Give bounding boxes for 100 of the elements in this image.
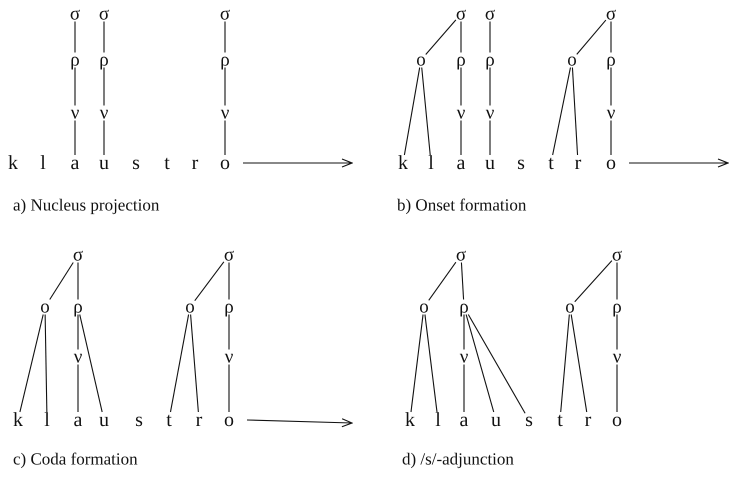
- tree-node-symbol: ρ: [99, 50, 109, 70]
- segment-letter: k: [8, 153, 18, 173]
- tree-node-symbol: σ: [72, 246, 84, 264]
- segment-letter: r: [584, 410, 592, 430]
- segment-letter: u: [485, 153, 495, 173]
- tree-branch: [103, 120, 105, 155]
- tree-node-symbol: σ: [70, 4, 80, 24]
- tree-branch: [74, 68, 76, 106]
- segment-letter: l: [428, 153, 434, 173]
- tree-node-symbol: ρ: [224, 298, 234, 316]
- segment-letter: l: [44, 410, 50, 430]
- tree-node-symbol: ρ: [220, 50, 230, 70]
- tree-branch: [489, 68, 491, 106]
- tree-branch: [74, 22, 76, 52]
- tree-node-symbol: σ: [220, 4, 230, 24]
- tree-branch: [170, 314, 190, 412]
- segment-letter: t: [166, 410, 172, 430]
- segment-letter: k: [405, 410, 415, 430]
- arrow: [243, 158, 353, 168]
- segment-letter: o: [224, 410, 234, 430]
- tree-node-symbol: σ: [456, 4, 466, 24]
- tree-branch: [560, 314, 570, 412]
- tree-branch: [421, 67, 431, 156]
- tree-node-symbol: o: [40, 298, 50, 316]
- tree-branch: [489, 120, 491, 155]
- tree-branch: [74, 120, 76, 155]
- tree-branch: [77, 364, 79, 412]
- tree-branch: [463, 364, 465, 412]
- tree-branch: [460, 120, 462, 155]
- tree-branch: [572, 67, 578, 156]
- tree-branch: [468, 314, 526, 414]
- tree-branch: [460, 68, 462, 106]
- tree-branch: [610, 22, 612, 52]
- tree-node-symbol: ν: [220, 104, 230, 122]
- tree-node-symbol: ρ: [73, 298, 83, 316]
- tree-branch: [463, 314, 465, 350]
- tree-node-symbol: σ: [224, 246, 234, 264]
- segment-letter: o: [606, 153, 616, 173]
- panel-caption: a) Nucleus projection: [13, 196, 160, 216]
- tree-branch: [19, 314, 44, 412]
- tree-node-symbol: o: [565, 298, 575, 316]
- tree-branch: [103, 68, 105, 106]
- segment-letter: a: [456, 153, 466, 173]
- tree-node-symbol: σ: [612, 246, 622, 264]
- segment-letter: u: [99, 153, 109, 173]
- tree-branch: [616, 364, 618, 412]
- segment-letter: t: [557, 410, 563, 430]
- tree-branch: [77, 314, 79, 350]
- tree-node-symbol: σ: [484, 4, 496, 24]
- segment-letter: r: [192, 153, 198, 173]
- tree-branch: [425, 20, 456, 55]
- tree-branch: [79, 314, 103, 412]
- tree-branch: [616, 314, 618, 350]
- tree-node-symbol: ν: [456, 104, 466, 122]
- segment-letter: k: [398, 153, 408, 173]
- segment-letter: o: [612, 410, 622, 430]
- panel-caption: b) Onset formation: [397, 196, 526, 216]
- tree-branch: [404, 67, 420, 156]
- arrow: [246, 418, 353, 428]
- tree-branch: [570, 314, 588, 412]
- segment-letter: a: [70, 153, 80, 173]
- tree-branch: [610, 120, 612, 155]
- segment-letter: s: [132, 153, 140, 173]
- tree-branch: [616, 262, 618, 300]
- tree-branch: [466, 314, 494, 412]
- tree-branch: [224, 120, 226, 155]
- segment-letter: l: [435, 410, 441, 430]
- tree-branch: [410, 314, 424, 412]
- segment-letter: r: [574, 153, 582, 173]
- segment-letter: r: [196, 410, 202, 430]
- tree-node-symbol: ν: [70, 104, 80, 122]
- segment-letter: t: [548, 153, 554, 173]
- segment-letter: l: [40, 153, 46, 173]
- segment-letter: a: [74, 410, 82, 430]
- segment-letter: k: [13, 410, 23, 430]
- tree-node-symbol: ν: [74, 348, 82, 366]
- tree-branch: [224, 22, 226, 52]
- tree-branch: [489, 22, 491, 52]
- tree-node-symbol: σ: [98, 4, 110, 24]
- segment-letter: u: [99, 410, 109, 430]
- tree-node-symbol: ν: [224, 348, 234, 366]
- tree-branch: [44, 314, 48, 412]
- tree-node-symbol: ρ: [485, 50, 495, 70]
- tree-branch: [49, 262, 74, 300]
- segment-letter: t: [164, 153, 170, 173]
- tree-branch: [103, 22, 105, 52]
- tree-node-symbol: ν: [486, 104, 494, 122]
- tree-branch: [552, 67, 571, 156]
- tree-branch: [428, 262, 456, 301]
- tree-node-symbol: o: [416, 50, 426, 70]
- segment-letter: a: [460, 410, 468, 430]
- tree-branch: [77, 262, 79, 300]
- tree-branch: [228, 364, 230, 412]
- tree-branch: [460, 262, 464, 300]
- tree-branch: [224, 68, 226, 106]
- tree-node-symbol: ν: [606, 104, 616, 122]
- tree-node-symbol: ν: [460, 348, 468, 366]
- arrow: [629, 158, 729, 168]
- tree-node-symbol: ν: [100, 104, 108, 122]
- tree-node-symbol: ρ: [459, 298, 469, 316]
